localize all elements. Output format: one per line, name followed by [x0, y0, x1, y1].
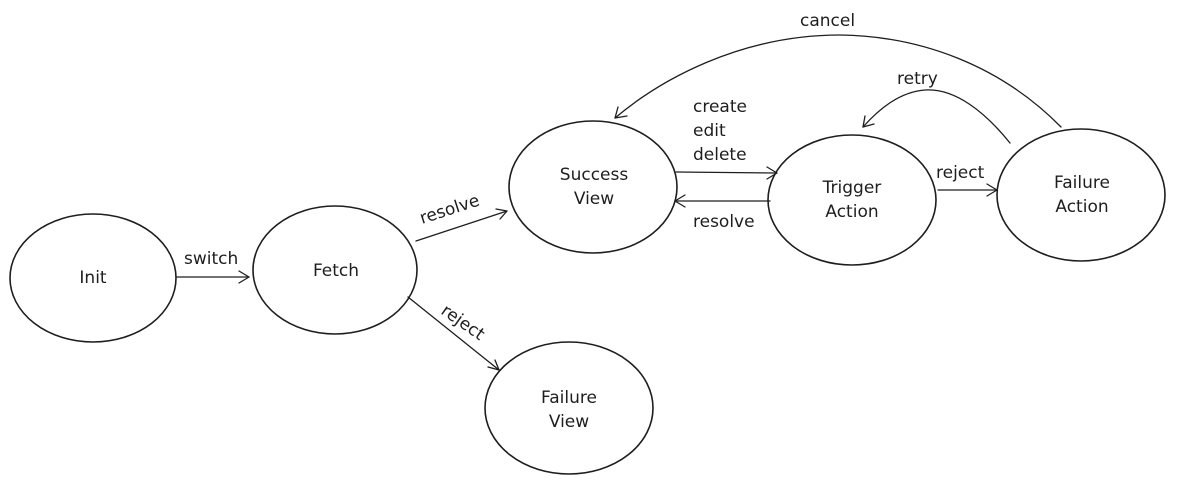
edge-success-view-to-trigger-action: create edit delete — [675, 97, 778, 180]
node-failure-action-shape — [996, 128, 1166, 262]
edge-fetch-to-failure-view-line — [407, 296, 500, 371]
node-init-label: Init — [79, 268, 107, 288]
node-failure-view-shape — [484, 341, 654, 475]
node-trigger-action-shape — [767, 134, 937, 266]
node-trigger-action-label-line1: Trigger — [822, 178, 882, 198]
edge-failure-action-to-success-view: cancel — [614, 11, 1062, 128]
node-fetch-label: Fetch — [313, 261, 359, 281]
node-failure-view: Failure View — [484, 341, 654, 475]
node-success-view-shape — [508, 120, 678, 254]
node-trigger-action-label-line2: Action — [825, 202, 878, 222]
edge-failure-action-to-trigger-action-line — [862, 89, 1011, 144]
node-init: Init — [9, 213, 177, 343]
node-failure-action: Failure Action — [996, 128, 1166, 262]
edge-success-view-to-trigger-action-label-line2: edit — [693, 121, 726, 141]
edge-init-to-fetch-label: switch — [184, 249, 238, 269]
edge-success-view-to-trigger-action-line — [675, 171, 778, 174]
edge-trigger-action-to-failure-action-label: reject — [936, 163, 985, 183]
edge-fetch-to-failure-view-arrowhead — [487, 359, 500, 371]
node-fetch: Fetch — [252, 205, 418, 335]
edge-trigger-action-to-failure-action: reject — [936, 163, 998, 197]
edge-init-to-fetch: switch — [176, 249, 250, 284]
edge-success-view-to-trigger-action-label-line1: create — [693, 97, 747, 117]
edge-failure-action-to-trigger-action: retry — [862, 69, 1011, 144]
node-failure-action-label-line2: Action — [1055, 197, 1108, 217]
edge-failure-action-to-success-view-label: cancel — [800, 11, 855, 31]
edge-init-to-fetch-arrowhead — [238, 270, 250, 284]
edge-trigger-action-to-success-view-label: resolve — [693, 212, 755, 232]
edge-success-view-to-trigger-action-arrowhead — [766, 166, 778, 180]
node-fetch-shape — [252, 205, 418, 335]
edge-trigger-action-to-failure-action-arrowhead — [986, 183, 998, 197]
edge-fetch-to-success-view: resolve — [415, 191, 508, 242]
edge-fetch-to-success-view-line — [415, 210, 508, 242]
node-success-view-label-line2: View — [574, 189, 614, 209]
node-failure-view-label-line2: View — [549, 412, 589, 432]
edge-success-view-to-trigger-action-label-line3: delete — [693, 145, 747, 165]
edge-trigger-action-to-success-view: resolve — [674, 194, 771, 232]
edge-fetch-to-failure-view-label: reject — [437, 301, 488, 345]
edge-failure-action-to-success-view-line — [614, 34, 1062, 128]
node-trigger-action: Trigger Action — [767, 134, 937, 266]
node-success-view: Success View — [508, 120, 678, 254]
edge-failure-action-to-success-view-arrowhead — [614, 106, 628, 119]
edge-fetch-to-failure-view: reject — [407, 296, 500, 371]
edge-failure-action-to-trigger-action-arrowhead — [862, 115, 875, 128]
node-failure-action-label-line1: Failure — [1054, 173, 1110, 193]
edge-failure-action-to-trigger-action-label: retry — [897, 69, 938, 89]
edge-trigger-action-to-success-view-arrowhead — [674, 194, 686, 208]
node-success-view-label-line1: Success — [560, 165, 629, 185]
node-init-shape — [9, 213, 177, 343]
node-failure-view-label-line1: Failure — [541, 388, 597, 408]
edge-fetch-to-success-view-arrowhead — [495, 208, 508, 220]
